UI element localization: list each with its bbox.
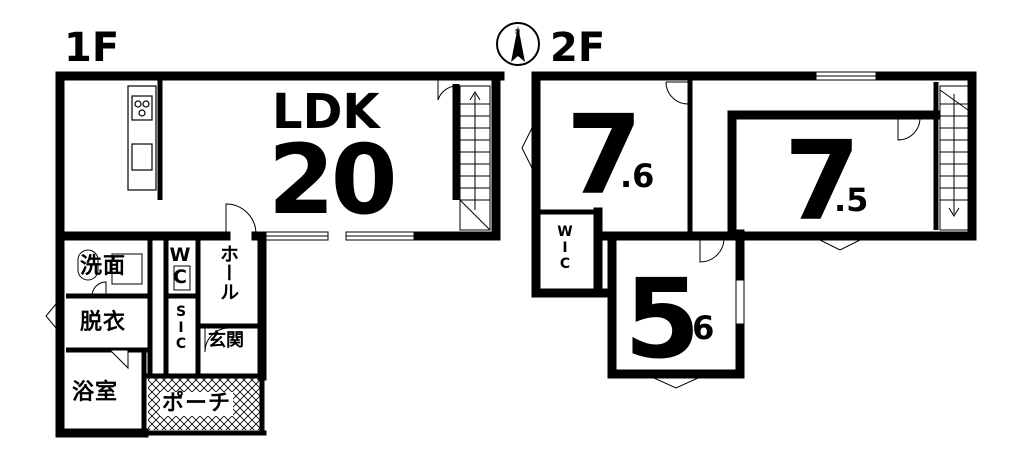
second-floor-windows bbox=[521, 71, 877, 389]
room-b-size-frac: .5 bbox=[834, 181, 869, 219]
kitchen-counter bbox=[127, 85, 157, 191]
second-floor-walls bbox=[531, 71, 977, 379]
room-c-size-frac: .6 bbox=[680, 309, 715, 347]
room-c-size-whole: 5 bbox=[624, 255, 701, 383]
second-floor-doors bbox=[665, 81, 921, 263]
room-wc: WC bbox=[169, 244, 191, 288]
room-porch: ポーチ bbox=[160, 391, 234, 416]
room-a-size-whole: 7 bbox=[566, 91, 643, 219]
room-ldk-size: 20 bbox=[268, 124, 398, 236]
first-floor-walls bbox=[55, 71, 505, 438]
second-floor-label: 2F bbox=[550, 25, 606, 71]
compass-north-letter: N bbox=[515, 28, 521, 36]
first-floor-plan bbox=[45, 71, 505, 438]
room-sic: SIC bbox=[173, 304, 189, 352]
second-floor-interior-walls bbox=[540, 80, 939, 232]
room-ldk-name: LDK bbox=[272, 84, 380, 140]
first-floor-windows bbox=[45, 231, 415, 330]
stairs-1f bbox=[459, 85, 491, 231]
room-yokushitsu: 浴室 bbox=[72, 380, 119, 405]
first-floor-interior-walls bbox=[66, 78, 460, 433]
stairs-2f bbox=[939, 85, 969, 231]
room-wic: WIC bbox=[557, 224, 573, 272]
room-senmen: 洗面 bbox=[80, 254, 127, 279]
second-floor-plan bbox=[521, 71, 977, 389]
room-hall: ホール bbox=[217, 244, 239, 301]
room-b-size-whole: 7 bbox=[784, 117, 861, 245]
first-floor-label: 1F bbox=[64, 25, 120, 71]
room-genkan: 玄関 bbox=[208, 330, 244, 351]
room-datsui: 脱衣 bbox=[80, 310, 127, 335]
first-floor-doors bbox=[77, 80, 457, 370]
room-a-size-frac: .6 bbox=[620, 157, 655, 195]
compass-icon bbox=[496, 22, 540, 66]
